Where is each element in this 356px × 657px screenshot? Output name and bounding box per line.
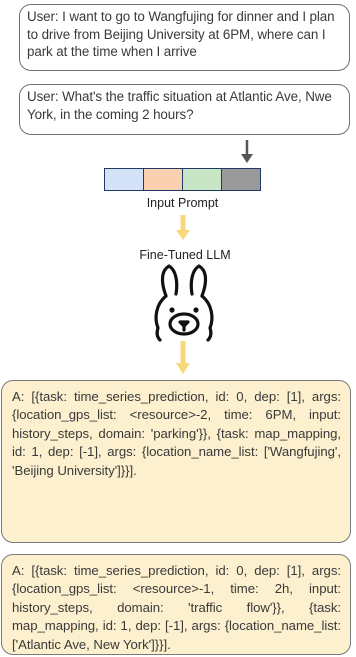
- prompt-segment-1: [105, 169, 144, 190]
- llama-eyes: [169, 307, 199, 313]
- prompt-segment-4: [222, 169, 260, 190]
- model-answer-1-text: A: [{task: time_series_prediction, id: 0…: [12, 389, 341, 478]
- input-prompt-label: Input Prompt: [146, 196, 219, 210]
- model-answer-2: A: [{task: time_series_prediction, id: 0…: [1, 554, 351, 655]
- user-query-1: User: I want to go to Wangfujing for din…: [19, 4, 350, 71]
- prompt-segment-2: [144, 169, 183, 190]
- model-answer-2-text: A: [{task: time_series_prediction, id: 0…: [12, 563, 341, 652]
- arrow-query-to-prompt: [241, 140, 253, 163]
- model-answer-1: A: [{task: time_series_prediction, id: 0…: [1, 380, 351, 543]
- arrow-prompt-to-llm: [176, 215, 190, 240]
- user-query-2: User: What's the traffic situation at At…: [19, 84, 350, 135]
- prompt-segment-3: [183, 169, 222, 190]
- user-query-1-text: User: I want to go to Wangfujing for din…: [27, 9, 335, 59]
- fine-tuned-llm-label: Fine-Tuned LLM: [139, 248, 231, 262]
- input-prompt-bar: [104, 168, 261, 191]
- arrow-llm-to-answer: [176, 341, 190, 374]
- llama-icon: [154, 264, 214, 342]
- user-query-2-text: User: What's the traffic situation at At…: [27, 89, 332, 122]
